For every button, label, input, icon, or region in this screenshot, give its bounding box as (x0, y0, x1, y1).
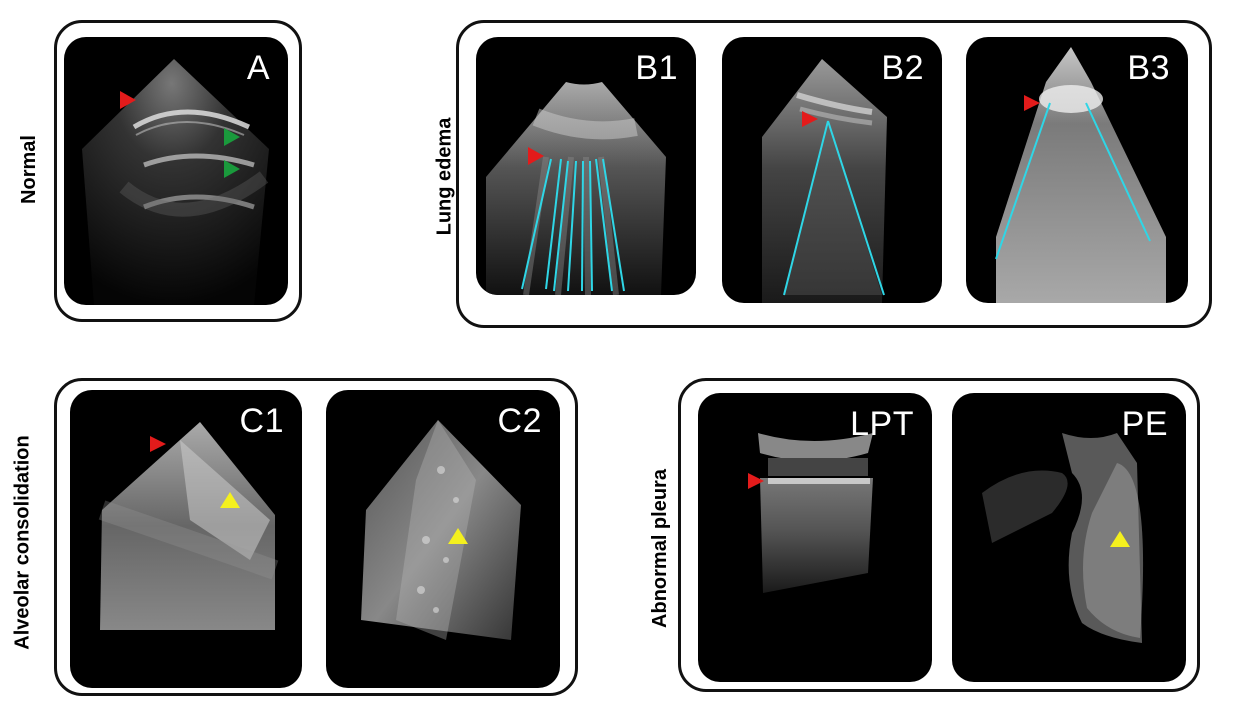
panel-label-lpt: LPT (850, 405, 914, 443)
ultrasound-image-c1 (98, 422, 279, 630)
red-arrowhead-icon (120, 91, 136, 109)
red-arrowhead-icon (1024, 95, 1040, 111)
ultrasound-panel-pe: PE (952, 393, 1186, 682)
panel-label-b3: B3 (1127, 49, 1170, 87)
ultrasound-panel-c1: C1 (70, 390, 302, 688)
ultrasound-panel-a: A (64, 37, 288, 305)
ultrasound-image-lpt (748, 433, 873, 593)
panel-label-c1: C1 (239, 402, 284, 440)
yellow-arrowhead-icon (1110, 531, 1130, 547)
panel-label-b1: B1 (635, 49, 678, 87)
panel-label-b2: B2 (881, 49, 924, 87)
ultrasound-image-a (82, 59, 269, 305)
lung-edema-label: Lung edema (433, 117, 456, 236)
red-arrowhead-icon (802, 111, 818, 127)
ultrasound-panel-b3: B3 (966, 37, 1188, 303)
yellow-arrowhead-icon (220, 492, 240, 508)
green-arrowhead-icon (224, 160, 240, 178)
panel-label-a: A (246, 49, 270, 87)
ultrasound-image-pe (982, 433, 1144, 643)
normal-label: Normal (17, 135, 40, 204)
red-arrowhead-icon (150, 436, 166, 452)
ultrasound-image-c2 (361, 420, 521, 640)
green-arrowhead-icon (224, 128, 240, 146)
abnormal-pleura-label: Abnormal pleura (648, 469, 671, 628)
red-arrowhead-icon (528, 147, 544, 165)
ultrasound-panel-b1: B1 (476, 37, 696, 295)
panel-label-pe: PE (1121, 405, 1168, 443)
ultrasound-panel-b2: B2 (722, 37, 942, 303)
red-arrowhead-icon (748, 473, 764, 489)
ultrasound-image-b3 (995, 47, 1166, 303)
ultrasound-image-b1 (486, 82, 666, 295)
ultrasound-image-b2 (762, 59, 887, 303)
alveolar-consolidation-label: Alveolar consolidation (11, 435, 34, 650)
yellow-arrowhead-icon (448, 528, 468, 544)
ultrasound-panel-lpt: LPT (698, 393, 932, 682)
panel-label-c2: C2 (497, 402, 542, 440)
ultrasound-panel-c2: C2 (326, 390, 560, 688)
b-lines (521, 158, 625, 292)
